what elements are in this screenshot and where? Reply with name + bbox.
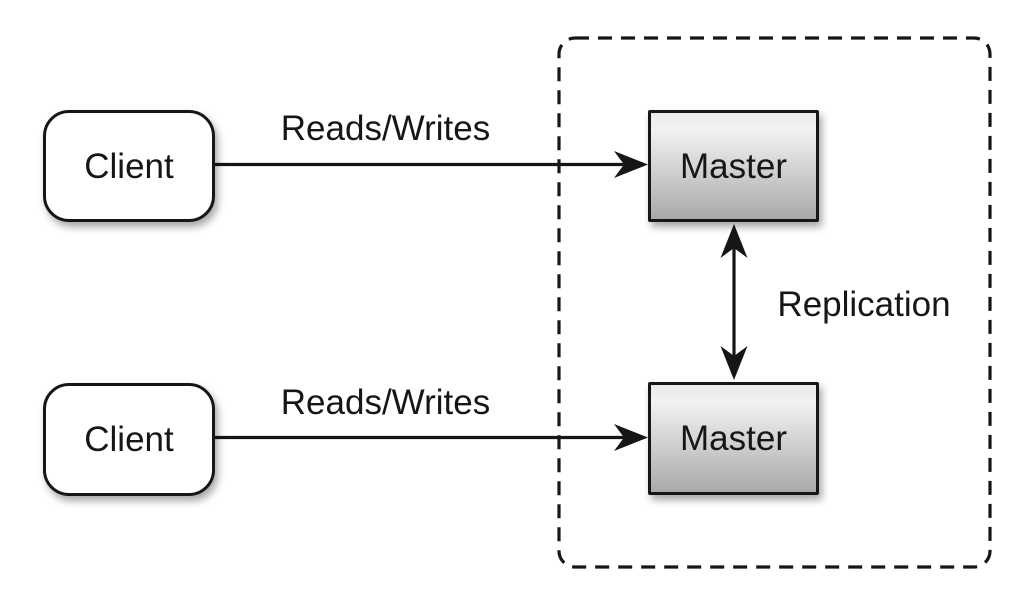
reads-writes-top-label: Reads/Writes (280, 109, 491, 148)
master-node-top: Master (648, 110, 819, 222)
master-node-top-label: Master (680, 146, 787, 186)
client-node-top-label: Client (84, 146, 174, 186)
master-node-bottom: Master (648, 382, 819, 495)
client-node-bottom: Client (43, 383, 215, 496)
client-node-top: Client (43, 110, 215, 222)
reads-writes-bottom-label: Reads/Writes (280, 383, 491, 422)
reads-writes-bottom-arrowhead-icon (614, 424, 648, 451)
replication-arrowhead-up-icon (720, 224, 748, 258)
client-node-bottom-label: Client (84, 420, 174, 459)
replication-label: Replication (777, 285, 951, 324)
master-node-bottom-label: Master (680, 419, 787, 458)
replication-boundary-dashed-box (557, 36, 992, 569)
replication-arrowhead-down-icon (720, 346, 748, 380)
reads-writes-top-arrowhead-icon (614, 151, 648, 178)
